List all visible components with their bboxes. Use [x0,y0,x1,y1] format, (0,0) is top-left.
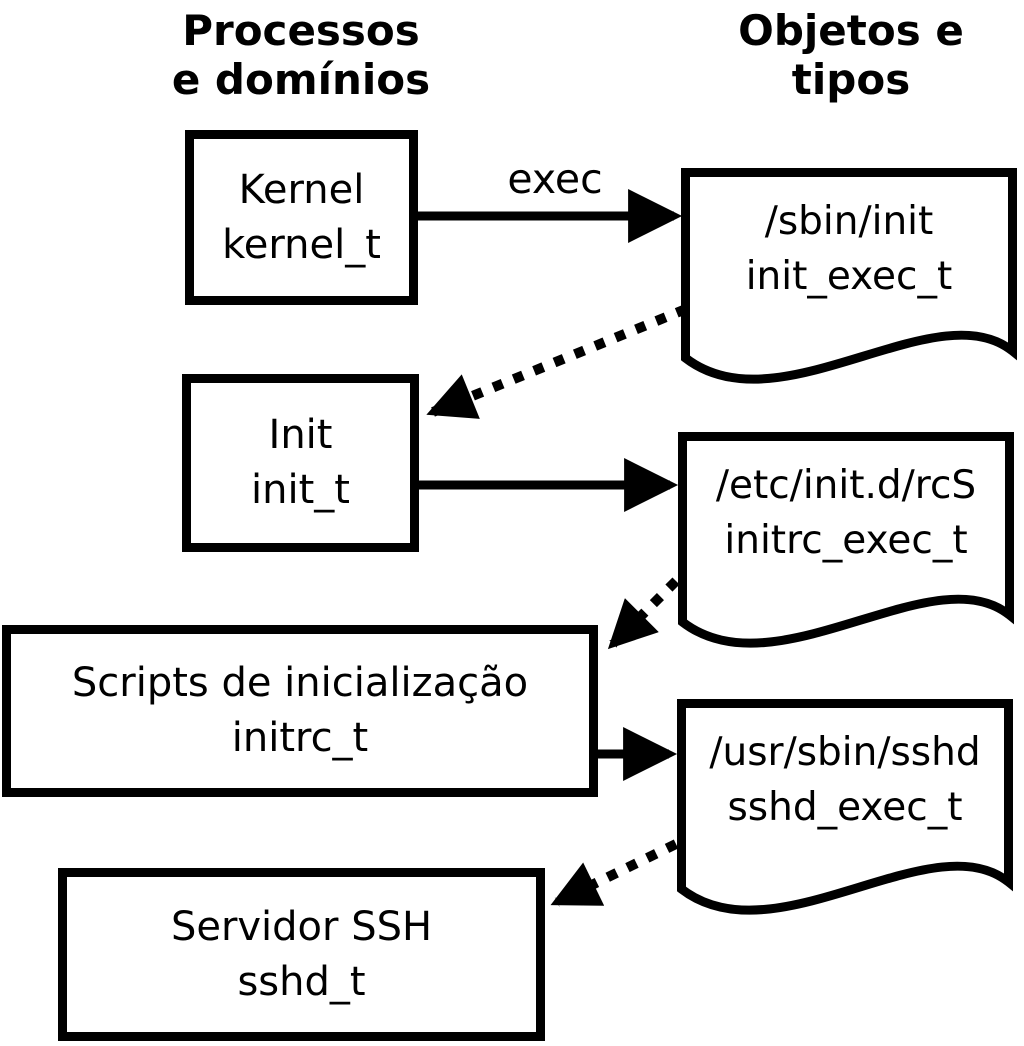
header-line: e domínios [171,55,431,104]
object-text: /sbin/init init_exec_t [681,194,1017,304]
document-outline-icon [681,168,1017,384]
file-path-label: /etc/init.d/rcS [715,463,977,508]
process-box-ssh-server: Servidor SSH sshd_t [58,868,545,1041]
file-path-label: /usr/sbin/sshd [709,730,981,775]
domain-label: init_t [251,467,350,513]
domain-label: sshd_t [237,958,366,1005]
dotted-arrow-sshd-to-ssh-server [550,839,679,907]
process-label: Scripts de inicialização [71,660,529,706]
document-outline-icon [678,432,1014,648]
process-label: Servidor SSH [170,903,433,950]
object-text: /etc/init.d/rcS initrc_exec_t [678,458,1014,568]
process-box-init: Init init_t [182,374,419,552]
type-label: init_exec_t [745,254,953,299]
type-label: sshd_exec_t [727,785,963,830]
column-header-objects: Objetos e tipos [681,6,1021,104]
column-header-processes: Processos e domínios [131,6,471,104]
exec-arrow-label: exec [507,155,603,203]
document-outline-icon [677,699,1013,915]
header-line: tipos [791,55,911,104]
process-label: Kernel [238,166,365,213]
object-text: /usr/sbin/sshd sshd_exec_t [677,725,1013,835]
dotted-arrow-rcs-to-scripts [607,577,680,650]
file-path-label: /sbin/init [764,199,934,244]
dotted-arrow-sbin-init-to-init [426,304,688,419]
process-label: Init [268,412,333,458]
document-shape-etc-initd-rcs: /etc/init.d/rcS initrc_exec_t [678,432,1014,660]
header-line: Objetos e [738,6,964,55]
process-box-init-scripts: Scripts de inicialização initrc_t [2,625,598,797]
document-shape-sbin-init: /sbin/init init_exec_t [681,168,1017,396]
domain-label: initrc_t [231,715,369,761]
process-box-kernel: Kernel kernel_t [185,130,418,305]
document-shape-usr-sbin-sshd: /usr/sbin/sshd sshd_exec_t [677,699,1013,927]
domain-label: kernel_t [222,221,381,268]
type-label: initrc_exec_t [724,518,968,563]
header-line: Processos [182,6,420,55]
